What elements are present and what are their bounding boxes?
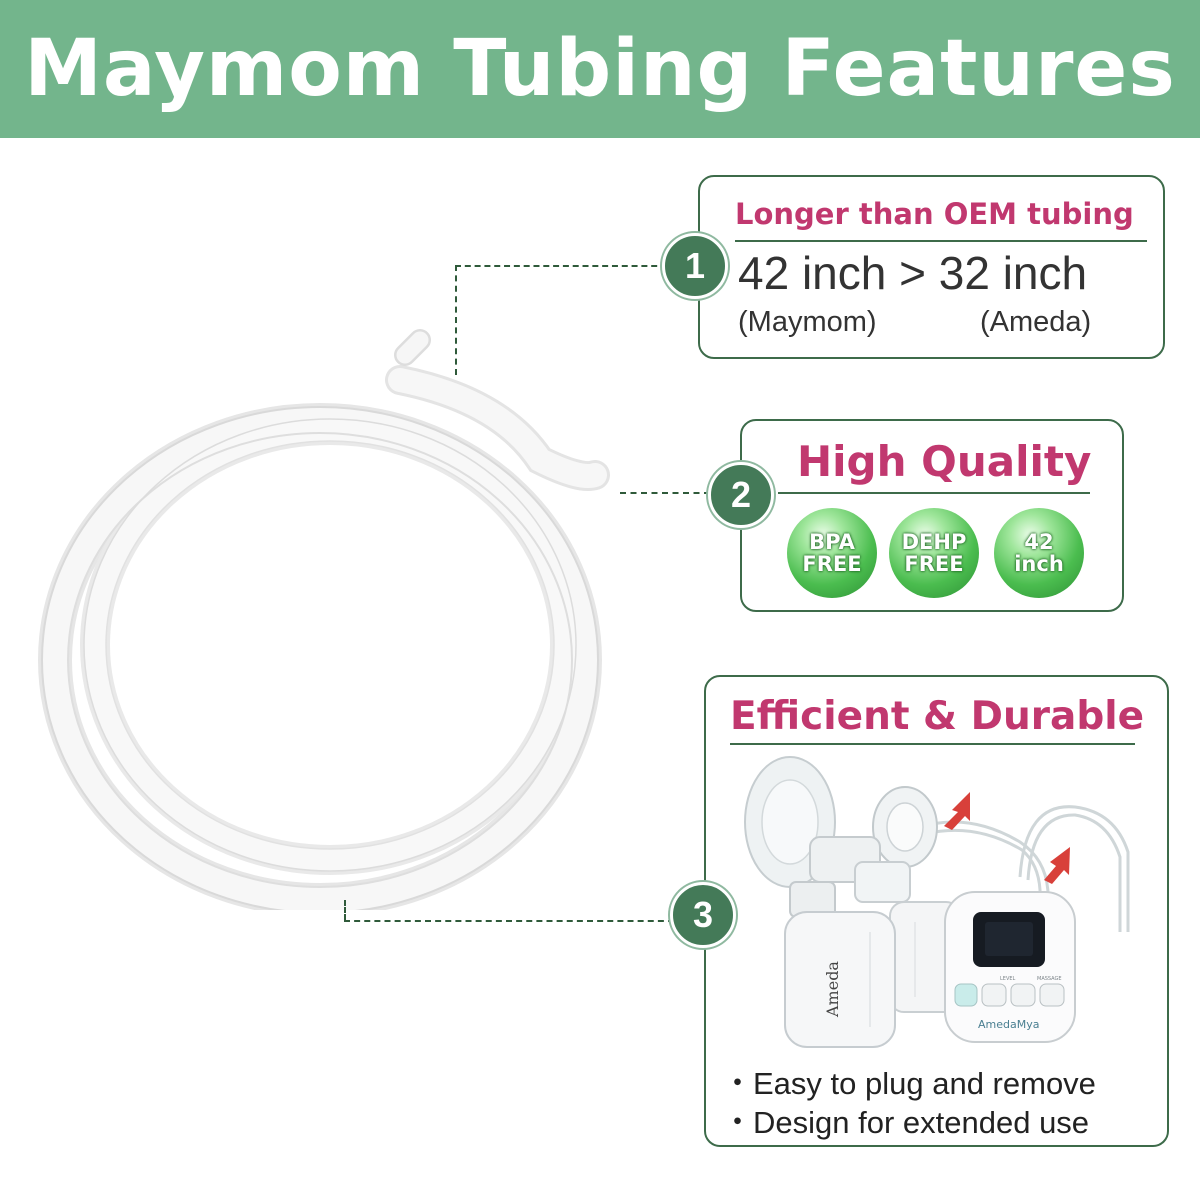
- length-comparison: 42 inch > 32 inch: [738, 247, 1088, 299]
- feature-1-title: Longer than OEM tubing: [735, 197, 1134, 231]
- breast-pump-image: Ameda LEVEL MASSAGE AmedaMya: [744, 756, 1130, 1048]
- header-banner: Maymom Tubing Features: [0, 0, 1200, 138]
- bottle-brand-label: Ameda: [823, 961, 842, 1018]
- connector-3-horizontal: [344, 920, 674, 922]
- feature-1-number: 1: [662, 233, 728, 299]
- bullet-easy-plug: ・Easy to plug and remove: [722, 1066, 1096, 1101]
- feature-3-title: Efficient & Durable: [730, 694, 1145, 739]
- bpa-free-line1: BPA: [809, 530, 855, 554]
- connector-2-horizontal: [620, 492, 710, 494]
- dehp-free-line2: FREE: [904, 552, 964, 576]
- feature-3-rule: [730, 743, 1135, 745]
- feature-3-number: 3: [670, 882, 736, 948]
- feature-1-rule: [735, 240, 1147, 242]
- feature-2-rule: [778, 492, 1090, 494]
- length-badge-line2: inch: [1014, 552, 1064, 576]
- connector-1-vertical: [455, 265, 457, 375]
- bpa-free-badge: BPA FREE: [787, 508, 877, 598]
- tubing-coil-image: [38, 329, 610, 910]
- connector-1-horizontal: [455, 265, 667, 267]
- feature-1-box: [698, 175, 1165, 359]
- bullet-extended-use: ・Design for extended use: [722, 1105, 1090, 1140]
- bpa-free-line2: FREE: [802, 552, 862, 576]
- dehp-free-line1: DEHP: [901, 530, 967, 554]
- maymom-caption: (Maymom): [738, 306, 877, 338]
- length-badge-line1: 42: [1024, 530, 1054, 554]
- page-title: Maymom Tubing Features: [24, 24, 1176, 114]
- level-button-label: LEVEL: [1000, 976, 1016, 982]
- pump-brand-label: AmedaMya: [978, 1018, 1039, 1031]
- dehp-free-badge: DEHP FREE: [889, 508, 979, 598]
- ameda-caption: (Ameda): [980, 306, 1092, 338]
- feature-2-number: 2: [708, 462, 774, 528]
- feature-2-title: High Quality: [797, 437, 1092, 486]
- length-42-inch-badge: 42 inch: [994, 508, 1084, 598]
- massage-button-label: MASSAGE: [1037, 976, 1062, 982]
- connector-3-vertical: [344, 900, 346, 920]
